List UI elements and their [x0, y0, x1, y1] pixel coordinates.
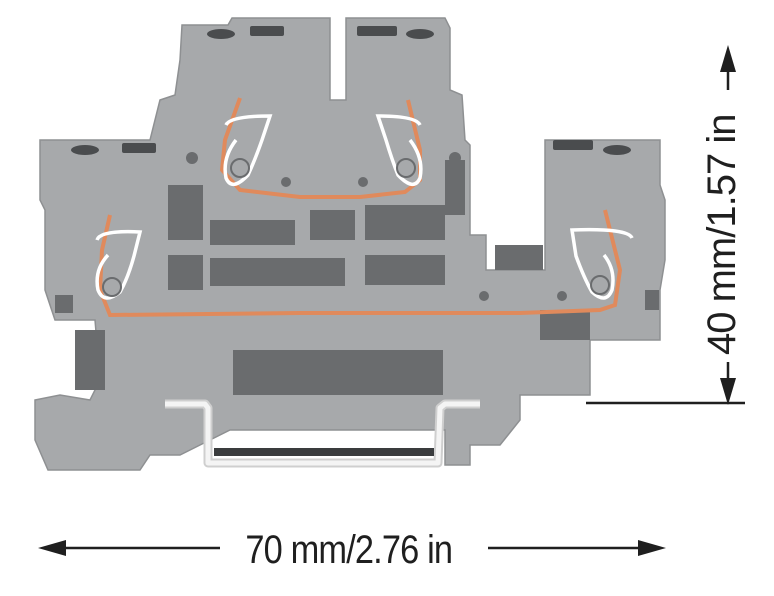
arrow-left-icon — [38, 540, 66, 556]
terminal-housing — [34, 17, 666, 471]
spring-clamps — [95, 114, 634, 300]
height-dimension-label: 40 mm/1.57 in — [700, 114, 744, 355]
arrow-up-icon — [720, 45, 736, 72]
housing-pins — [186, 152, 567, 301]
spring-clamp-upper-right — [375, 114, 423, 186]
test-ports — [71, 26, 631, 155]
port-slot-upper-right — [357, 26, 397, 36]
din-rail — [165, 399, 480, 468]
spring-clamp-upper-left — [223, 114, 273, 186]
test-port-lower-right — [603, 145, 631, 155]
test-port-lower-left — [71, 145, 99, 155]
port-slot-lower-right — [553, 140, 593, 150]
arrow-right-icon — [638, 540, 666, 556]
width-dimension — [38, 540, 666, 556]
arrow-down-icon — [720, 378, 736, 405]
port-slot-lower-left — [122, 143, 156, 153]
lower-busbar — [97, 209, 623, 318]
port-slot-upper-left — [250, 26, 284, 36]
height-dimension — [586, 45, 745, 405]
spring-clamp-lower-right — [569, 227, 634, 300]
housing-recesses — [55, 160, 659, 395]
spring-clamp-lower-left — [95, 229, 143, 300]
test-port-upper-left — [207, 29, 235, 39]
test-port-upper-right — [406, 29, 434, 39]
